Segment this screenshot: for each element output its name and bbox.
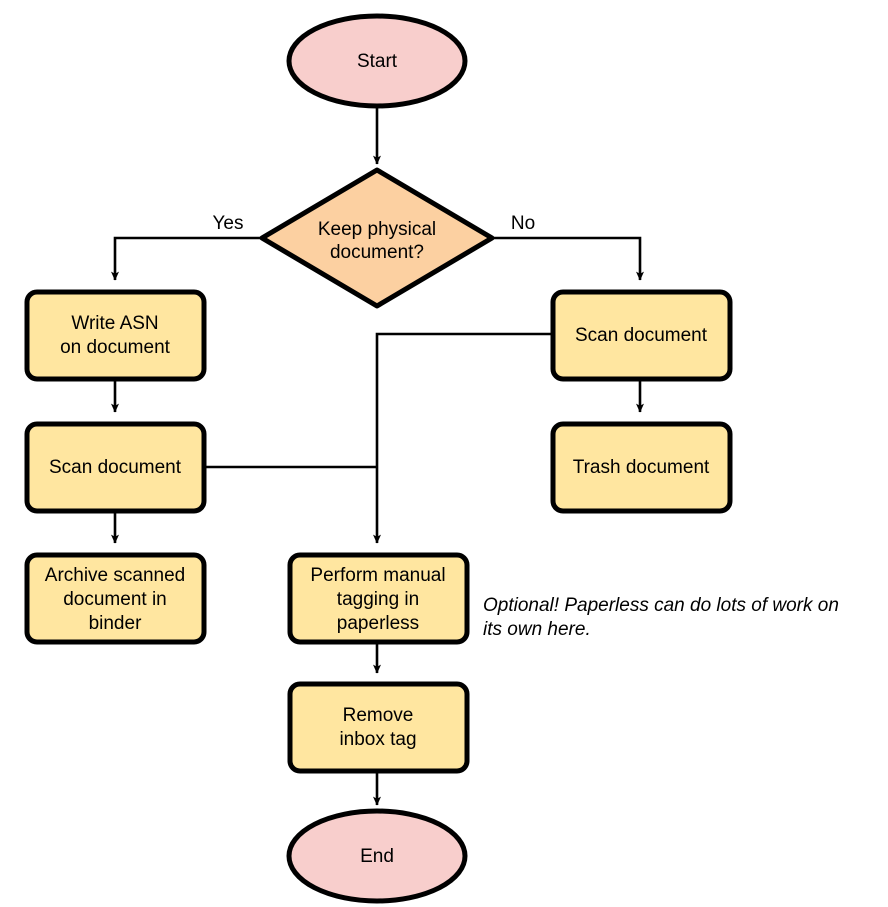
tagging-label-line3: paperless bbox=[337, 613, 419, 634]
trash-document-box bbox=[550, 421, 733, 514]
tagging-label-line2: tagging in bbox=[337, 589, 419, 610]
start-label: Start bbox=[357, 51, 398, 72]
scan-document-right-box bbox=[550, 289, 733, 382]
tagging-box bbox=[287, 552, 470, 645]
write-asn-label-line1: Write ASN bbox=[71, 313, 158, 334]
node-scan-document-right[interactable]: Scan document bbox=[550, 289, 733, 382]
node-end[interactable]: End bbox=[286, 808, 468, 904]
archive-label-line1: Archive scanned bbox=[45, 565, 185, 586]
decision-diamond bbox=[259, 167, 495, 309]
end-ellipse bbox=[286, 808, 468, 904]
node-scan-document-left[interactable]: Scan document bbox=[24, 421, 207, 514]
decision-label-line2: document? bbox=[330, 242, 424, 263]
edge-label-yes: Yes bbox=[213, 213, 244, 234]
annotation-line1: Optional! Paperless can do lots of work … bbox=[483, 595, 839, 616]
node-decision-keep-physical-document[interactable]: Keep physical document? bbox=[259, 167, 495, 309]
end-label: End bbox=[360, 846, 394, 867]
write-asn-label-line2: on document bbox=[60, 337, 171, 358]
tagging-label-line1: Perform manual bbox=[310, 565, 445, 586]
remove-inbox-label-line1: Remove bbox=[343, 705, 414, 726]
scan-document-right-label: Scan document bbox=[575, 325, 708, 346]
write-asn-box bbox=[24, 289, 207, 382]
scan-document-left-box bbox=[24, 421, 207, 514]
start-ellipse bbox=[286, 13, 468, 109]
edge-scan-right-to-tagging bbox=[373, 332, 552, 544]
archive-label-line2: document in bbox=[63, 589, 167, 610]
decision-label-line1: Keep physical bbox=[318, 219, 436, 240]
edge-decision-no-to-scan-right bbox=[492, 236, 644, 281]
annotation-note: Optional! Paperless can do lots of work … bbox=[483, 595, 839, 640]
node-trash-document[interactable]: Trash document bbox=[550, 421, 733, 514]
node-write-asn-on-document[interactable]: Write ASN on document bbox=[24, 289, 207, 382]
node-perform-manual-tagging[interactable]: Perform manual tagging in paperless bbox=[287, 552, 470, 645]
node-remove-inbox-tag[interactable]: Remove inbox tag bbox=[287, 681, 470, 774]
node-archive-scanned-document[interactable]: Archive scanned document in binder bbox=[24, 552, 207, 645]
remove-inbox-tag-box bbox=[287, 681, 470, 774]
edge-label-no: No bbox=[511, 213, 535, 234]
remove-inbox-label-line2: inbox tag bbox=[339, 729, 416, 750]
trash-document-label: Trash document bbox=[573, 457, 710, 478]
edge-decision-yes-to-write-asn bbox=[111, 236, 262, 281]
scan-document-left-label: Scan document bbox=[49, 457, 182, 478]
annotation-line2: its own here. bbox=[483, 619, 591, 640]
node-start[interactable]: Start bbox=[286, 13, 468, 109]
archive-label-line3: binder bbox=[89, 613, 142, 634]
archive-box bbox=[24, 552, 207, 645]
